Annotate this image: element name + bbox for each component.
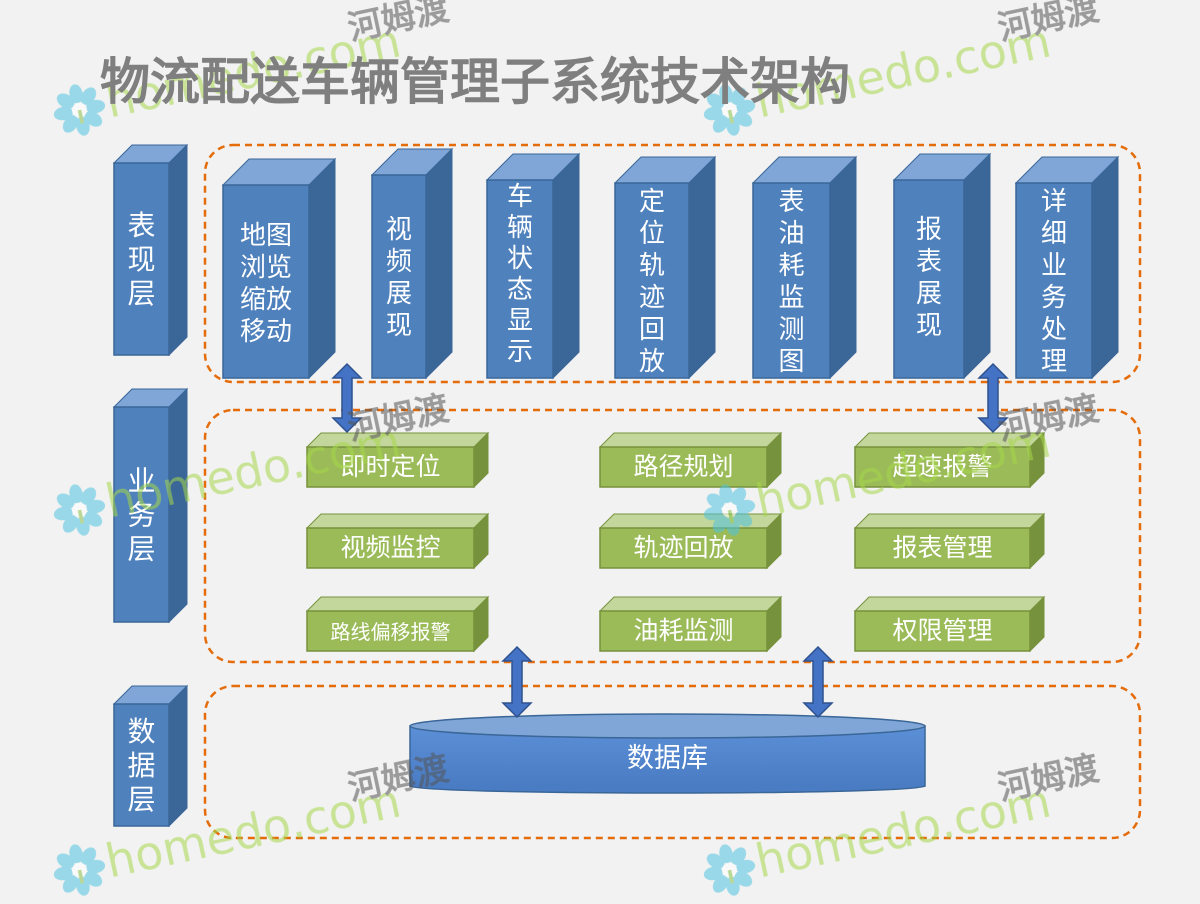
presentation-module-report: 报表展现 — [892, 152, 992, 380]
business-module-speeding: 超速报警 — [853, 431, 1046, 489]
layer-label-data: 数据层 — [112, 684, 189, 828]
watermark-logo-icon — [703, 484, 756, 536]
presentation-module-track: 定位轨迹回放 — [613, 155, 717, 380]
business-module-videomon: 视频监控 — [305, 512, 490, 570]
presentation-module-vehicle: 车辆状态显示 — [485, 152, 581, 380]
module-label: 报表管理 — [892, 533, 992, 562]
business-module-realtime: 即时定位 — [305, 431, 490, 489]
module-label: 地图浏览缩放移动 — [240, 221, 292, 347]
arrow-presentation-business-right — [977, 362, 1009, 434]
presentation-module-fuel: 表油耗监测图 — [751, 155, 858, 380]
layer-label-text: 数据层 — [127, 715, 155, 816]
business-module-deviation: 路线偏移报警 — [305, 595, 490, 653]
module-label: 定位轨迹回放 — [639, 187, 665, 377]
module-label: 轨迹回放 — [633, 533, 733, 562]
arrow-presentation-business-left — [331, 362, 363, 434]
module-label: 车辆状态显示 — [507, 182, 533, 367]
module-label: 视频展现 — [386, 215, 412, 341]
database-cylinder: 数据库 — [409, 713, 926, 794]
page-title: 物流配送车辆管理子系统技术架构 — [100, 53, 850, 111]
presentation-layer-container — [203, 143, 1142, 384]
presentation-module-video: 视频展现 — [370, 147, 454, 380]
layer-label-text: 表现层 — [127, 209, 155, 310]
arrow-business-data-left — [501, 645, 533, 719]
module-label: 路径规划 — [633, 452, 733, 481]
business-module-fuelmon: 油耗监测 — [598, 595, 783, 653]
watermark-logo-icon — [53, 844, 106, 896]
module-label: 超速报警 — [892, 452, 992, 481]
module-label: 即时定位 — [340, 452, 440, 481]
business-module-playback: 轨迹回放 — [598, 512, 783, 570]
watermark-logo-icon — [53, 484, 106, 536]
module-label: 路线偏移报警 — [331, 620, 451, 644]
module-label: 权限管理 — [892, 616, 992, 645]
module-label: 报表展现 — [916, 215, 942, 341]
arrow-business-data-right — [802, 645, 834, 719]
layer-label-business: 业务层 — [112, 387, 189, 624]
module-label: 油耗监测 — [633, 616, 733, 645]
module-label: 详细业务处理 — [1041, 187, 1067, 377]
watermark-logo-icon — [703, 844, 756, 896]
presentation-module-map: 地图浏览缩放移动 — [221, 157, 337, 380]
module-label: 视频监控 — [340, 533, 440, 562]
business-module-route: 路径规划 — [598, 431, 783, 489]
presentation-module-detail: 详细业务处理 — [1014, 155, 1120, 380]
business-layer-container — [203, 408, 1142, 664]
layer-label-presentation: 表现层 — [112, 143, 189, 357]
watermark-logo-icon — [53, 84, 106, 136]
business-module-permission: 权限管理 — [853, 595, 1046, 653]
database-label: 数据库 — [627, 743, 708, 774]
layer-label-text: 业务层 — [127, 465, 155, 566]
module-label: 表油耗监测图 — [778, 187, 804, 377]
watermark-logo-icon — [703, 84, 756, 136]
business-module-reportmgmt: 报表管理 — [853, 512, 1046, 570]
data-layer-container — [203, 684, 1142, 840]
